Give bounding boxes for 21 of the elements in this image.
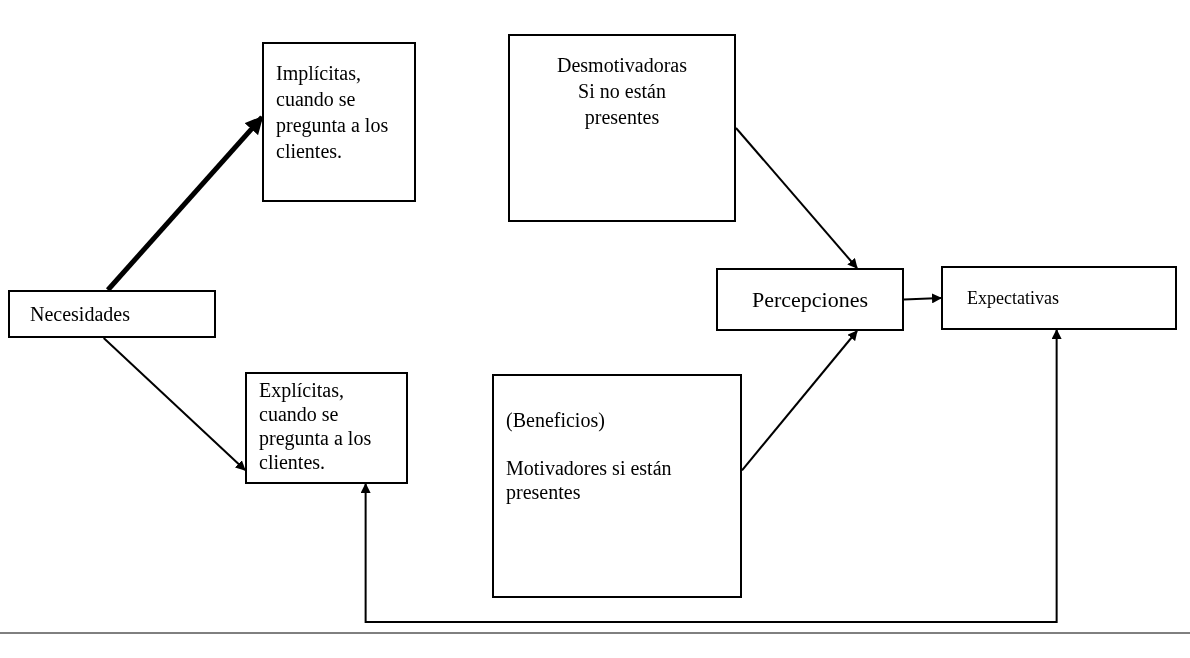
arrow <box>741 330 858 472</box>
text-box <box>508 34 736 222</box>
box-text: Desmotivadoras Si no están presentes <box>556 53 688 130</box>
text-box <box>245 372 408 484</box>
arrow <box>735 127 858 269</box>
arrow <box>105 115 264 292</box>
text-box <box>492 374 742 598</box>
arrow <box>360 329 1062 623</box>
text-box <box>8 290 216 338</box>
box-text: Motivadores si están presentes <box>506 456 673 504</box>
box-text: Necesidades <box>30 302 131 327</box>
text-box <box>941 266 1177 330</box>
box-text: Explícitas, cuando se pregunta a los clientes. <box>259 378 373 474</box>
box-text: Implícitas, cuando se pregunta a los clientes. <box>276 61 390 164</box>
box-text: (Beneficios) <box>506 408 606 432</box>
text-box <box>262 42 416 202</box>
arrow <box>102 337 246 471</box>
arrow <box>903 293 942 304</box>
box-text: Expectativas <box>967 286 1060 310</box>
box-text: Percepciones <box>751 286 869 314</box>
text-box <box>716 268 904 331</box>
